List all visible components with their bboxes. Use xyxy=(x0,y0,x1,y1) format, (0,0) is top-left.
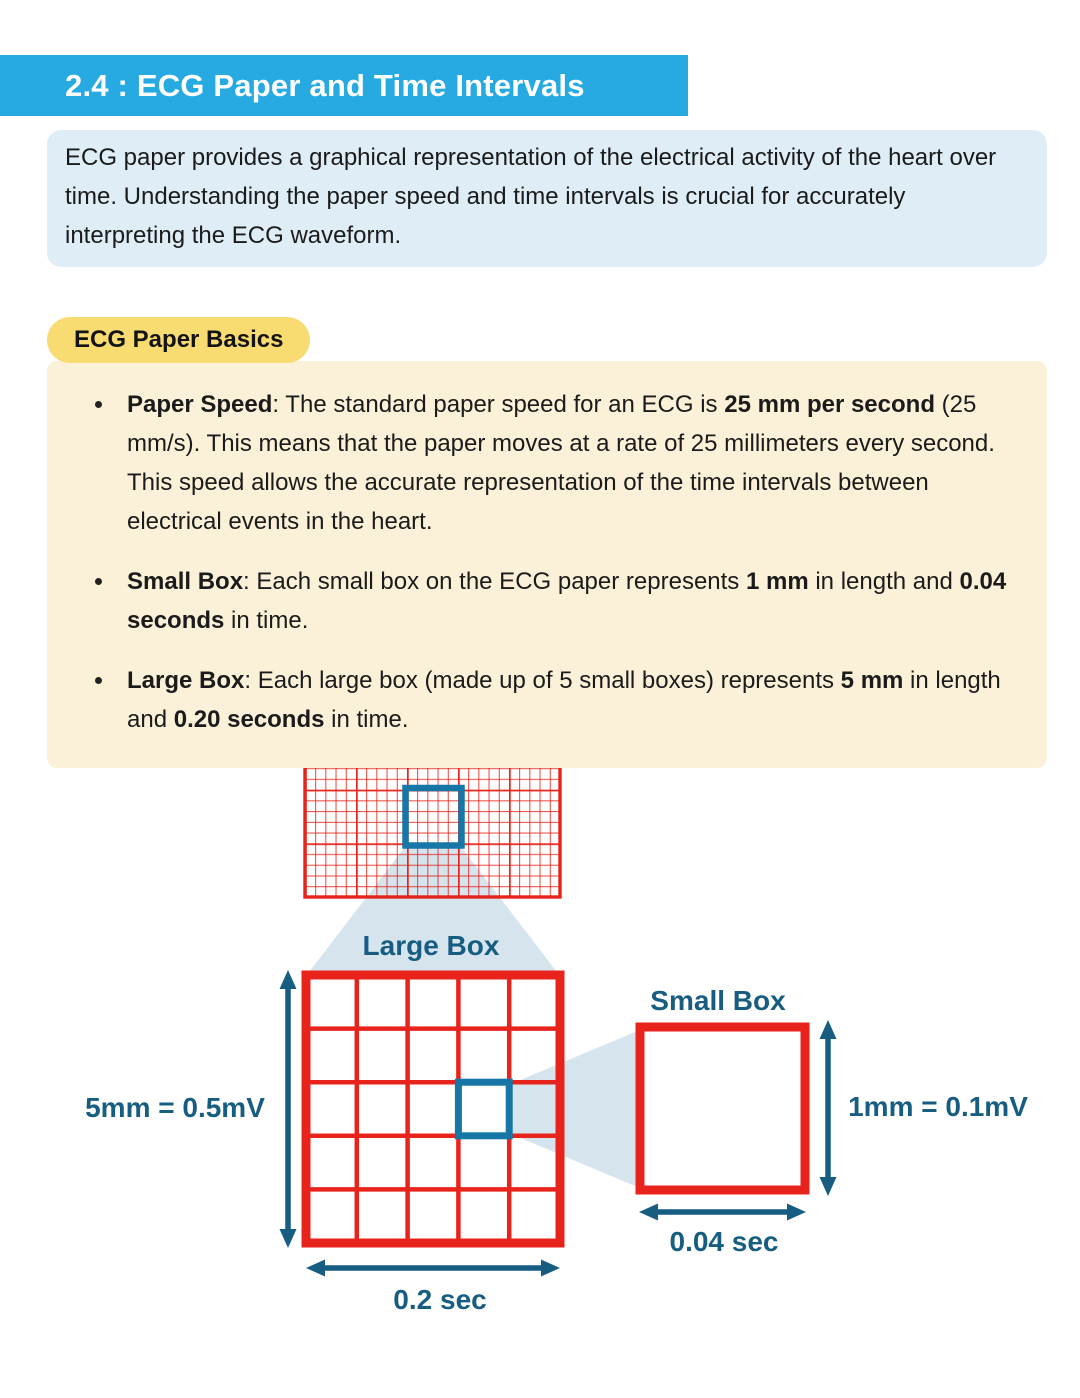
text-segment: in time. xyxy=(324,706,409,733)
ecg-paper-basics-badge: ECG Paper Basics xyxy=(47,317,311,363)
bullet-large-box: Large Box: Each large box (made up of 5 … xyxy=(95,661,1007,739)
text-segment: in length and xyxy=(127,667,1001,733)
text-segment: 5 mm xyxy=(840,667,904,694)
section-title-bar: 2.4 : ECG Paper and Time Intervals xyxy=(0,55,688,116)
text-segment: Paper Speed xyxy=(127,391,273,418)
bullet-dot xyxy=(95,677,102,684)
bullet-dot xyxy=(95,578,102,585)
bullet-text: Small Box: Each small box on the ECG pap… xyxy=(127,562,1007,640)
large-box-width-label: 0.2 sec xyxy=(393,1284,487,1315)
large-box-label: Large Box xyxy=(362,930,500,961)
text-segment: Small Box xyxy=(127,568,244,595)
bullet-paper-speed: Paper Speed: The standard paper speed fo… xyxy=(95,385,1007,541)
text-segment: in length and xyxy=(808,568,960,595)
highlight-small-cell-in-large-box xyxy=(454,1078,513,1140)
text-segment: 25 mm per second xyxy=(724,391,935,418)
bullet-text: Paper Speed: The standard paper speed fo… xyxy=(127,385,1007,541)
small-box-width-label: 0.04 sec xyxy=(669,1226,779,1257)
text-segment: Large Box xyxy=(127,667,245,694)
small-box-height-label: 1mm = 0.1mV xyxy=(848,1091,1028,1122)
large-box-height-arrow xyxy=(279,970,297,1248)
section-title: 2.4 : ECG Paper and Time Intervals xyxy=(65,67,585,103)
text-segment: : Each small box on the ECG paper repres… xyxy=(243,568,746,595)
small-box-square xyxy=(635,1022,810,1195)
bullet-small-box: Small Box: Each small box on the ECG pap… xyxy=(95,562,1007,640)
text-segment: 0.20 seconds xyxy=(173,706,325,733)
basics-box: Paper Speed: The standard paper speed fo… xyxy=(47,361,1047,768)
text-segment: : The standard paper speed for an ECG is xyxy=(272,391,725,418)
text-segment: in time. xyxy=(224,607,309,634)
badge-label: ECG Paper Basics xyxy=(74,326,284,353)
intro-text: ECG paper provides a graphical represent… xyxy=(65,144,997,249)
bullet-dot xyxy=(95,401,102,408)
text-segment: 1 mm xyxy=(745,568,809,595)
highlight-large-box-on-paper xyxy=(402,784,465,849)
small-box-label: Small Box xyxy=(650,985,786,1016)
text-segment: : Each large box (made up of 5 small box… xyxy=(244,667,841,694)
intro-box: ECG paper provides a graphical represent… xyxy=(47,130,1047,267)
large-box-height-label: 5mm = 0.5mV xyxy=(85,1092,265,1123)
small-box-width-arrow xyxy=(639,1203,806,1221)
large-box-grid xyxy=(301,970,565,1248)
small-box-height-arrow xyxy=(819,1020,837,1196)
large-box-width-arrow xyxy=(306,1259,560,1277)
bullet-text: Large Box: Each large box (made up of 5 … xyxy=(127,661,1007,739)
text-segment: (25 mm/s). This means that the paper mov… xyxy=(127,391,995,535)
zoom-funnel-small xyxy=(511,1030,640,1188)
text-segment: 0.04 seconds xyxy=(127,568,1007,634)
